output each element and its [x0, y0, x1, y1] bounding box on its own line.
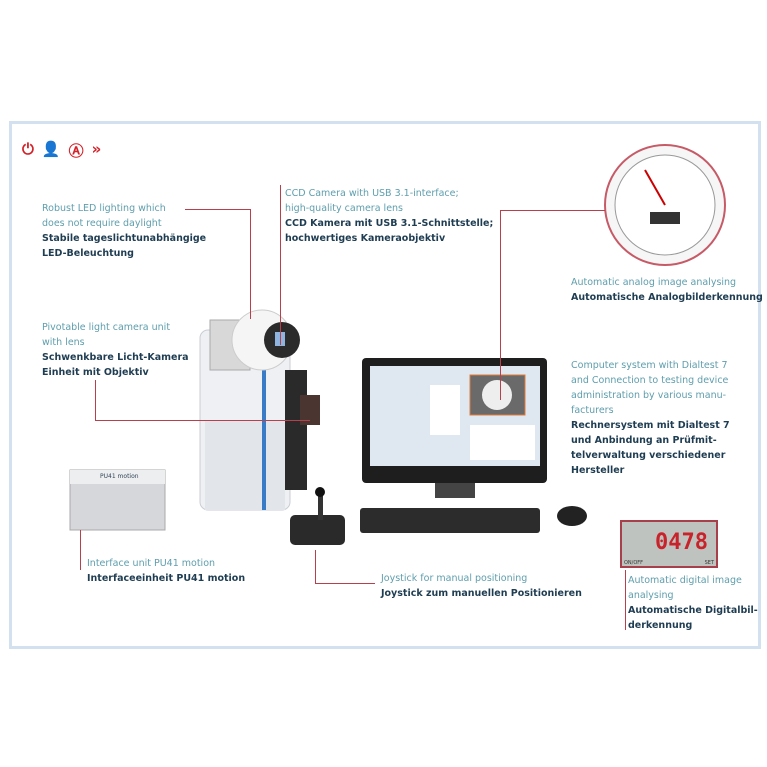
callout-de: Automatische Digitalbil-: [628, 605, 758, 616]
callout-en: Robust LED lighting which: [42, 203, 166, 214]
callout-led: Robust LED lighting which does not requi…: [42, 201, 206, 261]
leader-line-ccd: [280, 185, 281, 345]
camera-stand: [199, 309, 320, 511]
callout-en: and Connection to testing device: [571, 375, 729, 386]
callout-de: Interfaceeinheit PU41 motion: [87, 573, 246, 584]
callout-ccd: CCD Camera with USB 3.1-interface; high-…: [285, 186, 493, 246]
display-reading: 0478: [655, 530, 708, 555]
display-right-label: SET: [704, 560, 714, 566]
callout-en: Automatic analog image analysing: [571, 277, 737, 288]
plug-icon: ⏻: [22, 140, 34, 158]
digital-display: 0478 ON/OFF SET: [620, 520, 718, 568]
leader-line-analog-v: [500, 210, 501, 400]
interface-unit-label: PU41 motion: [100, 473, 139, 480]
callout-digital: Automatic digital image analysing Automa…: [628, 573, 758, 633]
callout-en: high-quality camera lens: [285, 203, 404, 214]
display-left-label: ON/OFF: [624, 560, 644, 566]
callout-de: LED-Beleuchtung: [42, 248, 134, 259]
keyboard: [360, 508, 540, 533]
callout-de: und Anbindung an Prüfmit-: [571, 435, 717, 446]
callout-de: Automatische Analogbilderkennung: [571, 292, 763, 303]
mouse: [557, 506, 587, 526]
callout-en: Computer system with Dialtest 7: [571, 360, 728, 371]
automatic-icon: Ⓐ: [68, 142, 84, 160]
callout-analog: Automatic analog image analysing Automat…: [571, 275, 763, 305]
callout-de: Rechnersystem mit Dialtest 7: [571, 420, 730, 431]
diagram-frame: [9, 121, 761, 649]
callout-joystick: Joystick for manual positioning Joystick…: [381, 571, 582, 601]
fast-forward-icon: »: [91, 140, 102, 158]
analog-dial-gauge: [604, 144, 726, 266]
callout-de: Einheit mit Objektiv: [42, 367, 149, 378]
callout-de: telverwaltung verschiedener: [571, 450, 726, 461]
leader-line-joystick-h: [315, 583, 375, 584]
callout-en: Interface unit PU41 motion: [87, 558, 216, 569]
callout-en: administration by various manu-: [571, 390, 727, 401]
callout-en: Automatic digital image: [628, 575, 742, 586]
callout-de: hochwertiges Kameraobjektiv: [285, 233, 446, 244]
leader-line-pivot-h: [95, 420, 310, 421]
leader-line-digital: [625, 570, 626, 630]
callout-en: does not require daylight: [42, 218, 162, 229]
monitor: [362, 358, 547, 498]
callout-en: CCD Camera with USB 3.1-interface;: [285, 188, 459, 199]
callout-de: Joystick zum manuellen Positionieren: [381, 588, 582, 599]
callout-pivot: Pivotable light camera unit with lens Sc…: [42, 320, 189, 380]
operator-icon: 👤: [41, 140, 61, 158]
joystick: [290, 487, 345, 545]
interface-unit: [69, 469, 166, 531]
leader-line-pivot: [95, 380, 96, 420]
callout-en: analysing: [628, 590, 674, 601]
leader-line-led-v: [250, 209, 251, 319]
callout-en: facturers: [571, 405, 614, 416]
leader-line-analog: [500, 210, 605, 211]
feature-icons: ⏻ 👤 Ⓐ »: [22, 140, 101, 161]
callout-de: Hersteller: [571, 465, 625, 476]
leader-line-led: [185, 209, 251, 210]
leader-line-interface: [80, 530, 81, 570]
leader-line-joystick: [315, 550, 316, 583]
callout-de: Schwenkbare Licht-Kamera: [42, 352, 189, 363]
callout-en: Joystick for manual positioning: [381, 573, 528, 584]
callout-de: CCD Kamera mit USB 3.1-Schnittstelle;: [285, 218, 494, 229]
callout-de: Stabile tageslichtunabhängige: [42, 233, 207, 244]
callout-en: Pivotable light camera unit: [42, 322, 171, 333]
callout-computer: Computer system with Dialtest 7 and Conn…: [571, 358, 730, 478]
callout-de: derkennung: [628, 620, 693, 631]
callout-interface: Interface unit PU41 motion Interfaceeinh…: [87, 556, 245, 586]
callout-en: with lens: [42, 337, 85, 348]
